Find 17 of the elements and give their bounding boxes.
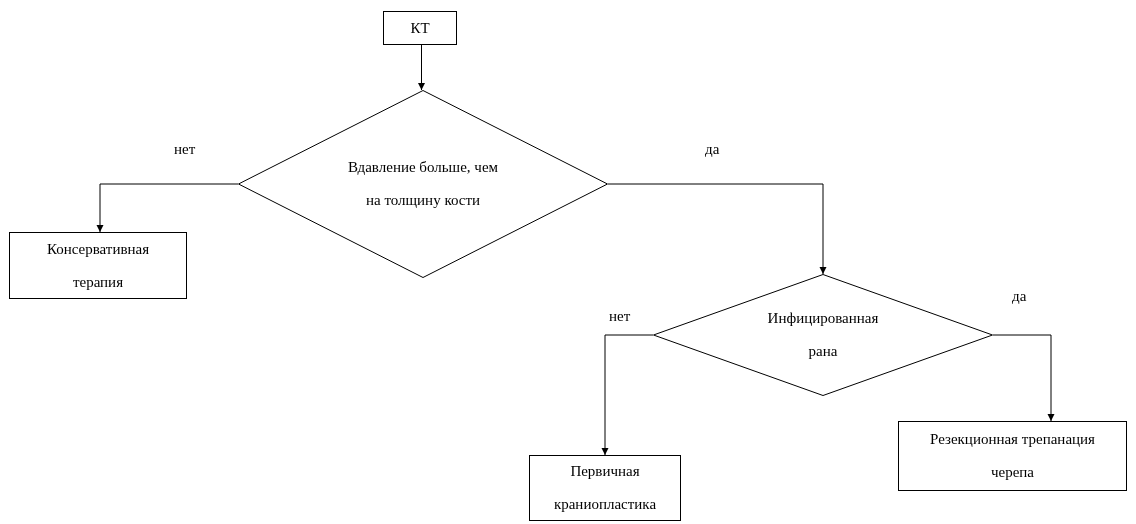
- arrow: [607, 183, 827, 275]
- arrow: [96, 183, 239, 233]
- node-text: Резекционная трепанация черепа: [930, 430, 1095, 482]
- arrow: [992, 334, 1055, 422]
- node-text: КТ: [410, 18, 430, 38]
- node-text: Вдавление больше, чем на толщину кости: [346, 158, 500, 210]
- arrow: [601, 334, 654, 456]
- process-box: [529, 455, 681, 521]
- process-box: [898, 421, 1127, 491]
- decision-diamond: [653, 274, 993, 396]
- node-text: Консервативная терапия: [45, 239, 151, 292]
- decision-diamond: [238, 90, 608, 278]
- node-text: Первичная краниопластика: [552, 462, 658, 514]
- node-text: Инфицированная рана: [766, 309, 880, 361]
- process-box: [9, 232, 187, 299]
- process-box: [383, 11, 457, 45]
- arrow: [418, 44, 425, 91]
